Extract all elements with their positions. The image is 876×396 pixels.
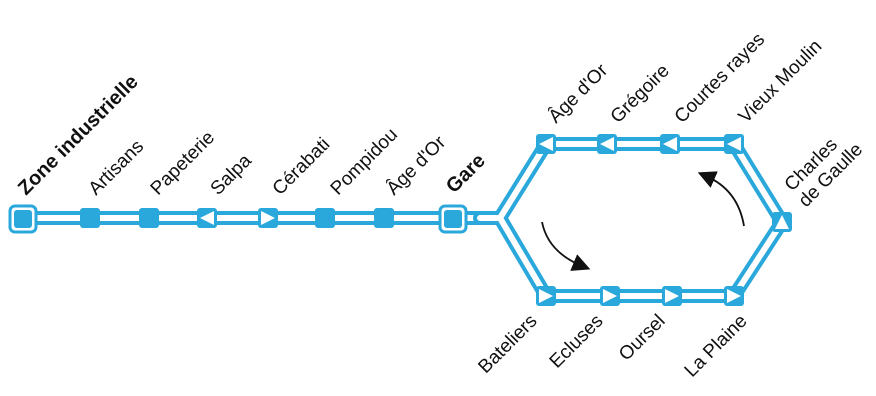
station-marker-vieux-moulin[interactable] (724, 134, 744, 154)
station-label-bateliers: Bateliers (474, 311, 541, 378)
station-label-zone-industrielle: Zone industrielle (14, 71, 143, 200)
station-marker-artisans[interactable] (80, 208, 100, 228)
direction-arrow-up-icon (697, 171, 745, 227)
station-marker-bateliers[interactable] (536, 286, 556, 306)
station-marker-charles-de-gaulle[interactable] (772, 212, 792, 232)
station-label-age-dor-2: Âge d'Or (544, 59, 613, 128)
station-marker-ecluses[interactable] (600, 286, 620, 306)
station-marker-cerabati[interactable] (258, 208, 278, 228)
station-marker-gare[interactable] (438, 204, 468, 234)
station-marker-la-plaine[interactable] (724, 286, 744, 306)
station-marker-gregoire[interactable] (597, 134, 617, 154)
station-label-papeterie: Papeterie (147, 127, 219, 199)
station-marker-age-dor-1[interactable] (374, 208, 394, 228)
station-label-salpa: Salpa (207, 150, 257, 200)
station-marker-courtes-rayes[interactable] (660, 134, 680, 154)
station-marker-pompidou[interactable] (315, 208, 335, 228)
station-label-oursel: Oursel (615, 311, 669, 365)
station-label-gregoire: Grégoire (607, 60, 674, 127)
station-label-cerabati: Cérabati (269, 134, 335, 200)
station-label-gare: Gare (442, 150, 490, 198)
station-label-artisans: Artisans (85, 136, 148, 199)
station-marker-oursel[interactable] (662, 286, 682, 306)
station-marker-zone-industrielle[interactable] (8, 204, 38, 234)
station-label-la-plaine: La Plaine (681, 311, 752, 382)
direction-arrow-down-icon (541, 221, 591, 271)
station-label-ecluses: Ecluses (546, 311, 608, 373)
track-loop (473, 137, 789, 303)
station-marker-salpa[interactable] (197, 208, 217, 228)
station-marker-papeterie[interactable] (139, 208, 159, 228)
station-marker-age-dor-2[interactable] (536, 134, 556, 154)
